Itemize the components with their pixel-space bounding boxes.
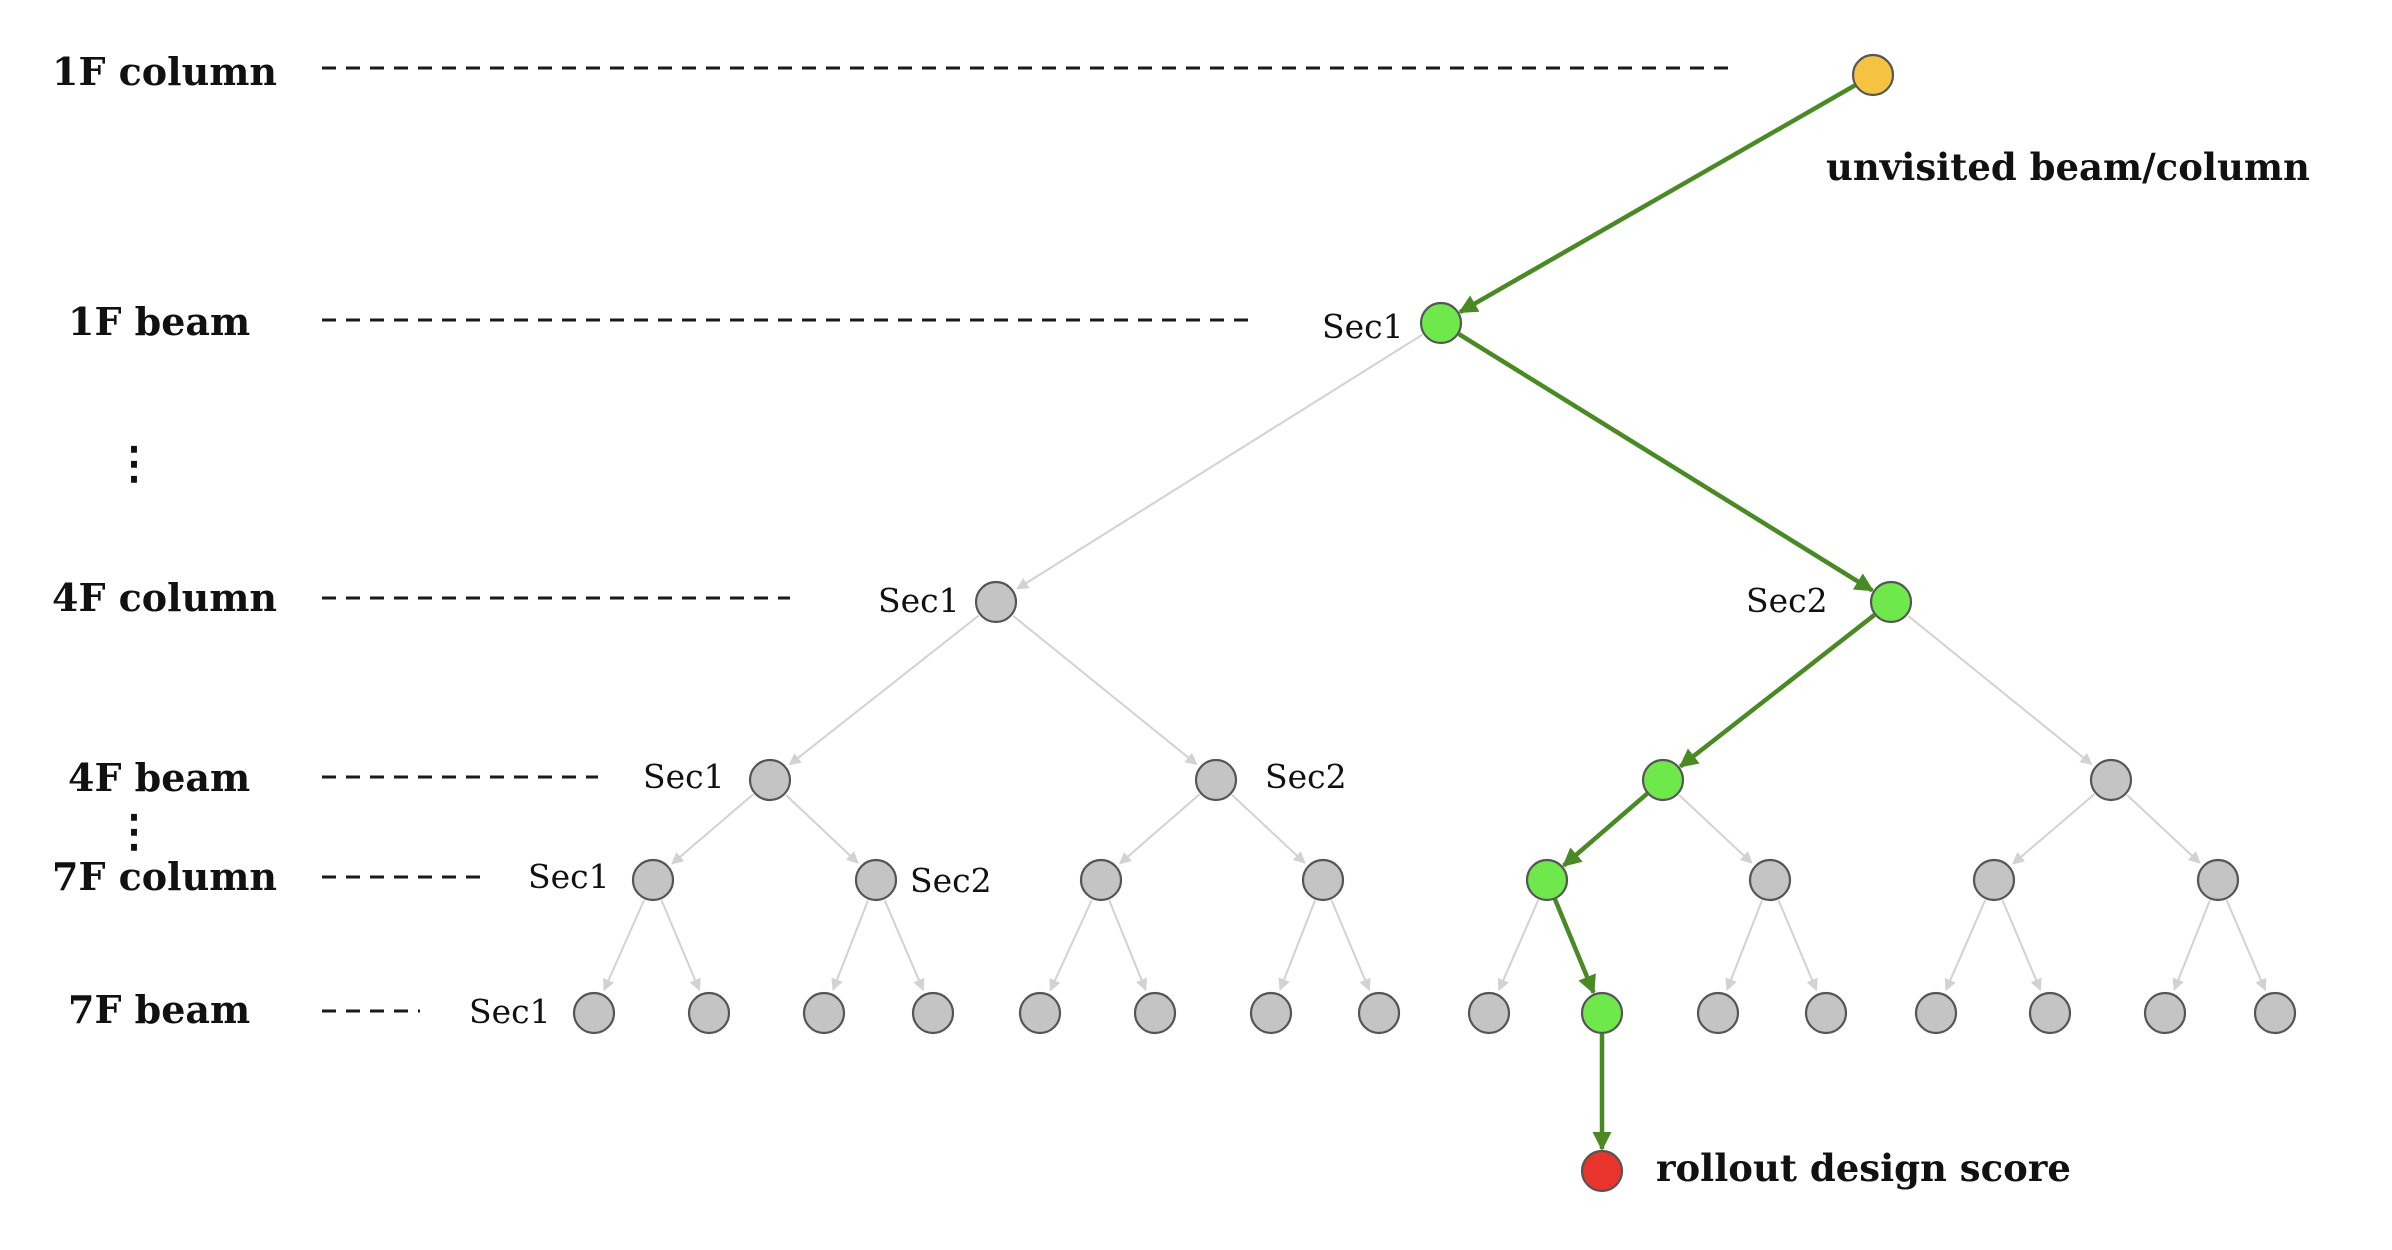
unexplored-node [2089,758,2133,802]
sec-label: Sec1 [1322,307,1404,346]
tree-edge [1725,900,1763,991]
selected-path-edge [1552,898,1596,995]
unexplored-node [1748,858,1792,902]
tree-edges [603,83,2267,1151]
unexplored-node [1249,991,1293,1035]
unexplored-node [572,991,616,1035]
unexplored-node [1696,991,1740,1035]
rollout-annotation: rollout design score [1656,1146,2071,1190]
sec-label: Sec1 [878,581,960,620]
unexplored-node [854,858,898,902]
tree-edge [2172,900,2211,991]
tree-edge [831,900,869,991]
selected-node [1525,858,1569,902]
sec-label: Sec2 [910,861,992,900]
unexplored-node [802,991,846,1035]
annotations: unvisited beam/column rollout design sco… [1656,145,2310,1190]
level-label-1f-beam: 1F beam [68,299,250,344]
selected-node [1869,580,1913,624]
unexplored-node [974,580,1018,624]
level-label-1f-column: 1F column [52,49,277,94]
tree-edge [1907,615,2093,766]
selected-node [1580,991,1624,1035]
tree-edge [1231,794,1306,864]
tree-edge [1016,333,1423,590]
unexplored-node [2253,991,2297,1035]
tree-edge [1777,899,1818,992]
tree-edge [1108,900,1148,991]
unexplored-node [2196,858,2240,902]
sec-label: Sec1 [528,857,610,896]
tree-edge [1012,615,1198,766]
unexplored-node [1804,991,1848,1035]
tree-nodes [572,53,2297,1193]
tree-edge [1944,899,1987,992]
sec-label: Sec1 [643,757,725,796]
tree-edge [2225,899,2267,992]
level-label-4f-column: 4F column [52,575,277,620]
tree-edge [1678,794,1753,864]
tree-edge [883,899,925,992]
unexplored-node [1914,991,1958,1035]
tree-edge [2012,793,2095,865]
selected-path-edge [1458,83,1856,314]
tree-edge [671,793,754,865]
sec-label: Sec2 [1265,757,1347,796]
unexplored-node [631,858,675,902]
tree-edge [1049,899,1093,992]
sec-label: Sec2 [1746,581,1828,620]
unexplored-node [687,991,731,1035]
unexplored-node [1018,991,1062,1035]
unexplored-node [1357,991,1401,1035]
level-label-7f-beam: 7F beam [68,987,250,1032]
unvisited-node [1851,53,1895,97]
tree-edge [660,899,701,992]
tree-edge [1330,899,1371,992]
level-guides [322,66,1738,1013]
tree-edge [1497,899,1540,992]
rollout-node [1580,1149,1624,1193]
unexplored-node [1133,991,1177,1035]
selected-node [1641,758,1685,802]
level-labels: 1F column 1F beam ⋮ 4F column 4F beam ⋮ … [52,49,277,1032]
unexplored-node [911,991,955,1035]
section-labels: Sec1 Sec1 Sec2 Sec1 Sec2 Sec1 Sec2 Sec1 [469,307,1828,1031]
selected-path-edge [1562,792,1649,868]
sec-label: Sec1 [469,992,551,1031]
unexplored-node [2143,991,2187,1035]
tree-edge [788,614,980,766]
tree-edge [1278,900,1316,991]
selected-path-edge [1678,613,1876,769]
unexplored-node [2028,991,2072,1035]
selected-node [1419,301,1463,345]
tree-edge [603,899,645,992]
unexplored-node [1301,858,1345,902]
selected-path-edge [1457,332,1874,593]
tree-edge [785,794,859,864]
unexplored-node [1194,758,1238,802]
unexplored-node [1972,858,2016,902]
ellipsis-mark: ⋮ [112,806,156,857]
unexplored-node [748,758,792,802]
unvisited-annotation: unvisited beam/column [1826,145,2310,189]
tree-edge [1118,793,1201,865]
level-label-4f-beam: 4F beam [68,755,250,800]
unexplored-node [1467,991,1511,1035]
level-label-7f-column: 7F column [52,854,277,899]
tree-edge [2126,794,2201,864]
tree-edge [2001,899,2042,992]
unexplored-node [1079,858,1123,902]
ellipsis-mark: ⋮ [112,438,156,489]
